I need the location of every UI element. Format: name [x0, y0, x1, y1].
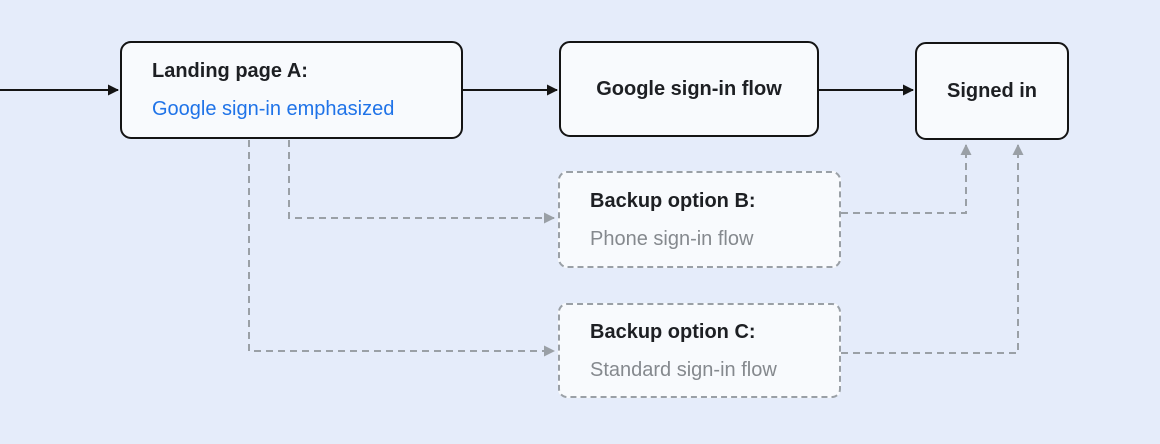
- node-backup-b-subtitle: Phone sign-in flow: [590, 227, 754, 250]
- node-landing-page-a: Landing page A: Google sign-in emphasize…: [120, 41, 463, 139]
- node-backup-option-b: Backup option B: Phone sign-in flow: [558, 171, 841, 268]
- node-google-flow-label: Google sign-in flow: [596, 78, 782, 100]
- node-signed-in-label: Signed in: [947, 80, 1037, 102]
- node-landing-title: Landing page A:: [152, 60, 308, 82]
- dashed-arrow-landing-to-backup-c: [248, 140, 555, 357]
- node-backup-option-c: Backup option C: Standard sign-in flow: [558, 303, 841, 398]
- dashed-arrow-backup-b-to-signed-in: [841, 144, 972, 214]
- node-backup-c-subtitle: Standard sign-in flow: [590, 358, 777, 381]
- dashed-arrow-backup-c-to-signed-in: [841, 144, 1024, 354]
- node-signed-in: Signed in: [915, 42, 1069, 140]
- node-backup-b-title: Backup option B:: [590, 189, 756, 212]
- dashed-arrow-landing-to-backup-b: [288, 140, 555, 224]
- node-backup-c-title: Backup option C:: [590, 320, 756, 343]
- node-landing-subtitle: Google sign-in emphasized: [152, 98, 395, 120]
- node-google-sign-in-flow: Google sign-in flow: [559, 41, 819, 137]
